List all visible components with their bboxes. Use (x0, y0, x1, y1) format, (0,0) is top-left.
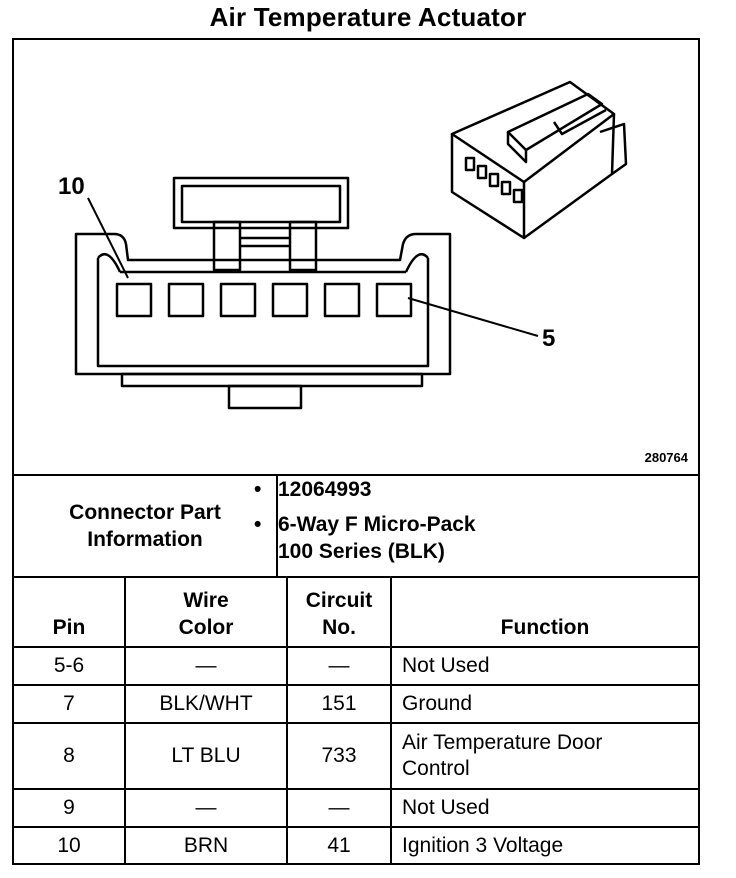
header-line: No. (322, 616, 356, 639)
connector-isometric-icon (450, 80, 628, 240)
table-row: 8 LT BLU 733 Air Temperature Door Contro… (14, 722, 698, 790)
table-row: 9 — — Not Used (14, 788, 698, 828)
pin-cavity (167, 282, 205, 318)
cell-wire-color: — (124, 646, 288, 686)
cell-function: Ignition 3 Voltage (390, 826, 698, 864)
cell-pin: 8 (14, 722, 126, 790)
cell-function: Air Temperature Door Control (390, 722, 698, 790)
connector-bottom-rail (120, 372, 424, 388)
header-circuit-no: Circuit No. (286, 576, 392, 648)
pin-cavity (115, 282, 153, 318)
connector-body (74, 232, 452, 376)
connector-info-label: Connector Part Information (14, 474, 278, 576)
cell-pin: 9 (14, 788, 126, 828)
connector-bottom-tab (227, 384, 303, 410)
header-pin: Pin (14, 576, 126, 648)
connector-info-label-line: Connector Part (69, 501, 221, 524)
header-line: Circuit (305, 589, 373, 612)
function-line: Control (402, 757, 470, 780)
cell-pin: 7 (14, 684, 126, 724)
header-function: Function (390, 576, 698, 648)
pin-cavity (323, 282, 361, 318)
cell-pin: 10 (14, 826, 126, 864)
pinout-header-row: Pin Wire Color Circuit No. Function (14, 576, 698, 648)
connector-description: 6-Way F Micro-Pack 100 Series (BLK) (254, 511, 698, 565)
pin-cavity (375, 282, 413, 318)
table-row: 10 BRN 41 Ignition 3 Voltage (14, 826, 698, 864)
cell-circuit: 41 (286, 826, 392, 864)
cell-wire-color: — (124, 788, 288, 828)
connector-info-row: Connector Part Information 12064993 6-Wa… (14, 474, 698, 576)
header-line: Color (178, 616, 234, 639)
connector-info-list: 12064993 6-Way F Micro-Pack 100 Series (… (254, 474, 698, 576)
connector-info-label-line: Information (87, 528, 203, 551)
pin-cavity (219, 282, 257, 318)
connector-diagram: 10 5 280764 (14, 40, 698, 472)
connector-frame: 10 5 280764 Connector Part Information 1… (12, 38, 700, 865)
header-line: Wire (183, 589, 229, 612)
cell-function: Not Used (390, 788, 698, 828)
pin-callout-first: 10 (58, 173, 85, 200)
table-row: 5-6 — — Not Used (14, 646, 698, 686)
cell-pin: 5-6 (14, 646, 126, 686)
cell-function: Not Used (390, 646, 698, 686)
description-line: 100 Series (BLK) (278, 540, 445, 563)
cell-circuit: 151 (286, 684, 392, 724)
cell-wire-color: BRN (124, 826, 288, 864)
connector-inner-wall (96, 258, 430, 368)
cell-wire-color: BLK/WHT (124, 684, 288, 724)
cell-function: Ground (390, 684, 698, 724)
part-number: 12064993 (254, 476, 698, 503)
cell-circuit: — (286, 788, 392, 828)
pin-cavity (271, 282, 309, 318)
description-line: 6-Way F Micro-Pack (278, 513, 476, 536)
connector-part-info: Connector Part Information 12064993 6-Wa… (14, 474, 698, 576)
diagram-title: Air Temperature Actuator (209, 2, 527, 32)
connector-latch (172, 176, 350, 230)
function-line: Air Temperature Door (402, 731, 603, 754)
cell-wire-color: LT BLU (124, 722, 288, 790)
cell-circuit: — (286, 646, 392, 686)
table-row: 7 BLK/WHT 151 Ground (14, 684, 698, 724)
pinout-table: Pin Wire Color Circuit No. Function 5-6 … (14, 576, 698, 864)
pin-callout-last: 5 (542, 325, 555, 352)
header-wire-color: Wire Color (124, 576, 288, 648)
figure-number: 280764 (644, 450, 688, 465)
cell-circuit: 733 (286, 722, 392, 790)
